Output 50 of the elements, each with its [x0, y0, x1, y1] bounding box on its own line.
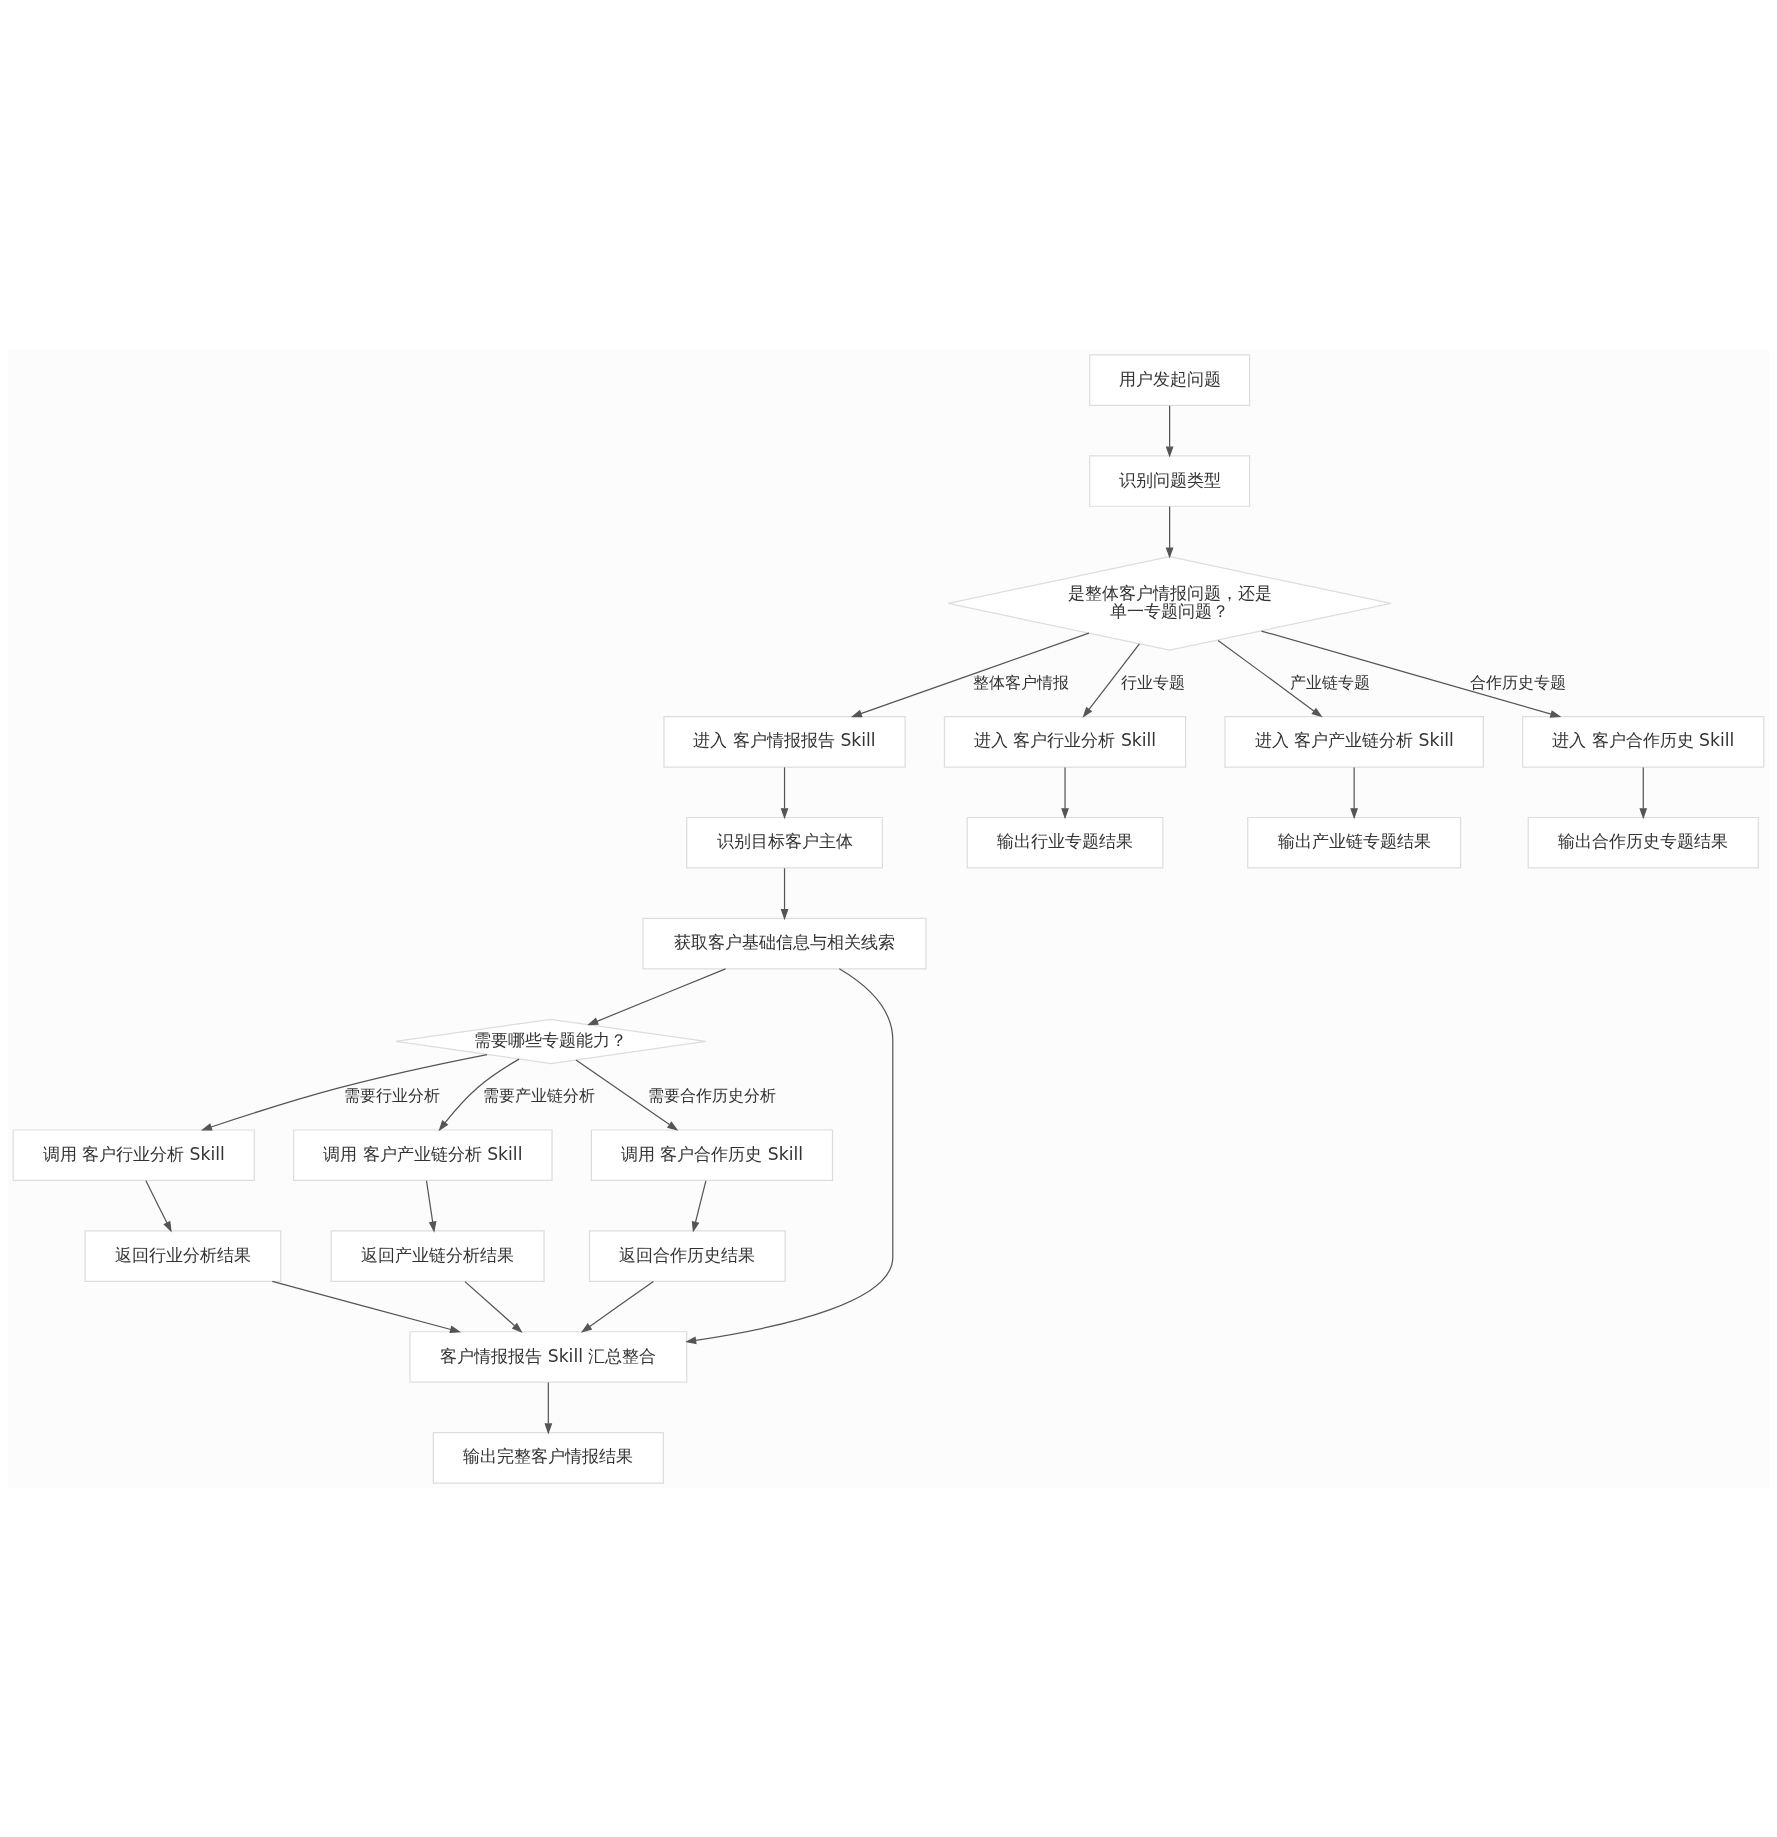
- arrow: [438, 1058, 520, 1131]
- arrow: [145, 1179, 172, 1232]
- edge-label: 需要合作历史分析: [647, 1085, 776, 1105]
- node-box: 输出行业专题结果: [966, 816, 1164, 869]
- arrow: [1639, 766, 1648, 819]
- edge-label: 需要产业链分析: [483, 1085, 596, 1105]
- node-box: 返回产业链分析结果: [330, 1229, 545, 1282]
- edge-label: 合作历史专题: [1469, 672, 1566, 692]
- arrow: [1350, 766, 1359, 819]
- arrow: [691, 1179, 707, 1233]
- arrow: [780, 867, 789, 920]
- arrow: [1217, 639, 1323, 717]
- node-box: 进入 客户行业分析 Skill: [943, 715, 1187, 768]
- node-box: 进入 客户情报报告 Skill: [663, 715, 906, 768]
- node-box: 进入 客户合作历史 Skill: [1522, 715, 1765, 768]
- node-box: 获取客户基础信息与相关线索: [642, 917, 927, 969]
- edge-label: 产业链专题: [1290, 672, 1371, 692]
- node-box: 识别问题类型: [1089, 454, 1251, 507]
- arrow: [580, 1280, 654, 1333]
- arrow: [1165, 505, 1174, 558]
- node-box: 调用 客户行业分析 Skill: [12, 1128, 255, 1181]
- arrow: [850, 632, 1090, 717]
- node-box: 返回合作历史结果: [588, 1229, 786, 1282]
- node-box: 输出合作历史专题结果: [1527, 816, 1759, 869]
- arrow: [1260, 629, 1562, 718]
- node-box: 进入 客户产业链分析 Skill: [1224, 715, 1484, 768]
- arrow: [575, 1058, 679, 1131]
- arrow: [685, 967, 894, 1344]
- arrow: [271, 1280, 462, 1333]
- edge-label: 整体客户情报: [972, 672, 1069, 692]
- node-box: 用户发起问题: [1089, 353, 1251, 406]
- arrow: [1061, 766, 1069, 819]
- arrow: [1165, 404, 1174, 458]
- node-box: 返回行业分析结果: [84, 1229, 282, 1282]
- arrow: [1082, 642, 1140, 718]
- node-box: 识别目标客户主体: [686, 816, 883, 869]
- arrow: [544, 1381, 553, 1434]
- arrow: [200, 1053, 488, 1131]
- node-box: 客户情报报告 Skill 汇总整合: [409, 1330, 688, 1383]
- edge-label: 行业专题: [1120, 672, 1185, 692]
- node-diamond: 是整体客户情报问题，还是单一专题问题？: [947, 555, 1392, 651]
- node-box: 调用 客户产业链分析 Skill: [293, 1128, 553, 1181]
- arrow: [780, 766, 789, 819]
- arrow: [425, 1179, 437, 1233]
- node-box: 输出完整客户情报结果: [432, 1431, 664, 1484]
- arrow: [587, 967, 727, 1025]
- node-box: 输出产业链专题结果: [1247, 816, 1462, 869]
- arrow: [464, 1280, 523, 1333]
- node-box: 调用 客户合作历史 Skill: [590, 1128, 834, 1181]
- edge-label: 需要行业分析: [344, 1085, 441, 1105]
